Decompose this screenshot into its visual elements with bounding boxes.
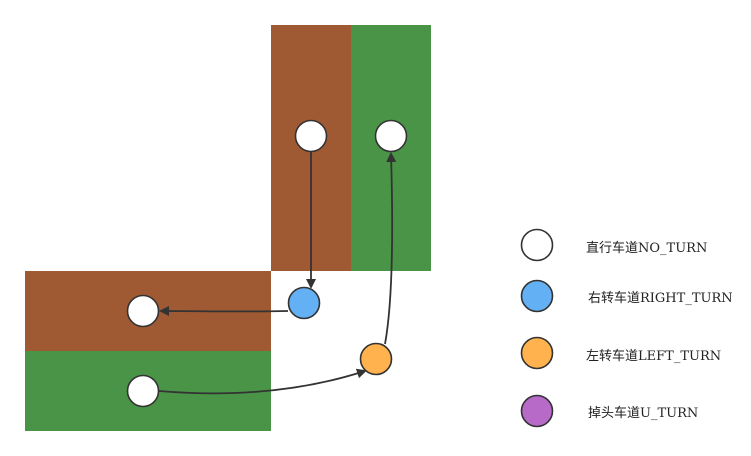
legend-u-turn-swatch	[520, 394, 554, 428]
legend-right-turn-swatch	[520, 279, 554, 313]
legend-no-turn-swatch	[520, 228, 554, 262]
legend-u-turn-label: 掉头车道U_TURN	[588, 405, 698, 421]
north-brown-no-turn-node	[294, 119, 328, 153]
legend-left-turn-label: 左转车道LEFT_TURN	[586, 348, 721, 364]
connector-west-to-left-turn	[158, 368, 367, 395]
legend-right-turn-label: 右转车道RIGHT_TURN	[588, 290, 733, 306]
north-green-no-turn-node	[374, 119, 408, 153]
legend-no-turn-label: 直行车道NO_TURN	[586, 240, 707, 256]
west-brown-no-turn-node	[126, 294, 160, 328]
west-green-no-turn-node	[126, 374, 160, 408]
legend: 直行车道NO_TURN 右转车道RIGHT_TURN 左转车道LEFT_TURN…	[520, 228, 733, 428]
left-turn-node	[359, 342, 393, 376]
right-turn-node	[287, 286, 321, 320]
connector-left-turn-to-north	[384, 152, 397, 345]
legend-left-turn-swatch	[520, 336, 554, 370]
